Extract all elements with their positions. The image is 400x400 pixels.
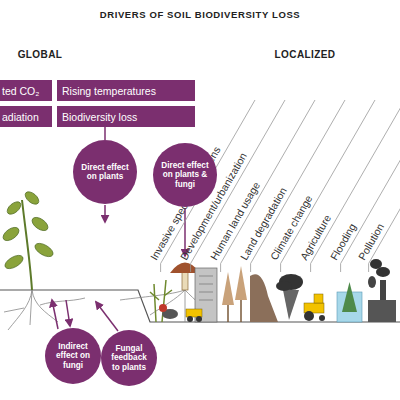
bulldozer-icon	[186, 309, 202, 317]
circle-shape	[45, 328, 101, 384]
node-text: ted CO₂	[2, 85, 39, 97]
effect-arrow	[52, 300, 58, 329]
effect-circle: Direct effect on plants	[73, 140, 137, 204]
root-line	[4, 308, 24, 312]
root-line	[30, 290, 32, 325]
effect-arrow	[66, 300, 70, 326]
factory-icon	[368, 300, 396, 322]
wheel-icon	[304, 311, 314, 321]
chimney-icon	[380, 280, 386, 300]
leader-line	[251, 100, 345, 272]
tree-icon	[235, 266, 247, 300]
effect-arrow	[104, 205, 106, 222]
storm-cloud	[276, 281, 292, 291]
driver-box: Biodiversity loss	[57, 106, 195, 127]
driver-box: ted CO₂	[0, 80, 52, 101]
plant-stem	[22, 200, 32, 290]
effect-circle: Direct effect on plants & fungi	[153, 143, 217, 207]
building-windows	[199, 276, 213, 300]
node-text: Fungal feedback to plants	[108, 344, 149, 372]
leader-line	[311, 100, 400, 272]
effect-circle: Indirect effect on fungi	[45, 328, 101, 384]
connector-line	[104, 127, 106, 140]
eroded-hill	[250, 274, 278, 322]
wheel-icon	[196, 316, 202, 322]
node-text: Rising temperatures	[62, 85, 156, 97]
plant-leaf	[30, 215, 50, 234]
plant-leaf	[23, 189, 41, 206]
driver-label: Flooding	[328, 221, 359, 262]
driver-box: Rising temperatures	[57, 80, 195, 101]
effect-arrow	[96, 302, 118, 331]
hypha-line	[185, 290, 186, 322]
tornado-icon	[283, 290, 299, 320]
pathogen-icon	[159, 304, 167, 312]
leader-line	[341, 100, 400, 272]
diagram-title: DRIVERS OF SOIL BIODIVERSITY LOSS	[100, 9, 301, 20]
mushroom-stem	[182, 271, 188, 290]
leader-line	[221, 100, 315, 272]
node-text: adiation	[2, 111, 39, 123]
plant-leaf	[33, 241, 55, 260]
effect-circle: Fungal feedback to plants	[101, 330, 157, 386]
circle-shape	[101, 330, 157, 386]
circle-shape	[73, 140, 137, 204]
smoke-cloud	[370, 259, 382, 269]
plant-leaf	[1, 225, 21, 244]
driver-box: adiation	[0, 106, 52, 127]
root-line	[32, 290, 58, 322]
node-text: Biodiversity loss	[62, 111, 137, 123]
section-heading: LOCALIZED	[275, 49, 336, 60]
root-line	[40, 298, 85, 305]
circle-shape	[153, 143, 217, 207]
smoke-cloud	[368, 276, 376, 288]
tree-icon	[342, 282, 357, 312]
tree-icon	[222, 272, 234, 305]
driver-label: Pollution	[356, 221, 387, 262]
node-text: Direct effect on plants	[81, 163, 128, 182]
node-text: Indirect effect on fungi	[52, 342, 93, 370]
tractor-cab	[314, 294, 323, 303]
wheel-icon	[187, 316, 193, 322]
section-heading: GLOBAL	[18, 49, 63, 60]
plant-leaf	[3, 253, 25, 272]
node-text: Direct effect on plants & fungi	[161, 161, 208, 189]
plant-leaf	[5, 199, 23, 216]
wheel-icon	[319, 315, 325, 321]
root-line	[8, 290, 32, 330]
